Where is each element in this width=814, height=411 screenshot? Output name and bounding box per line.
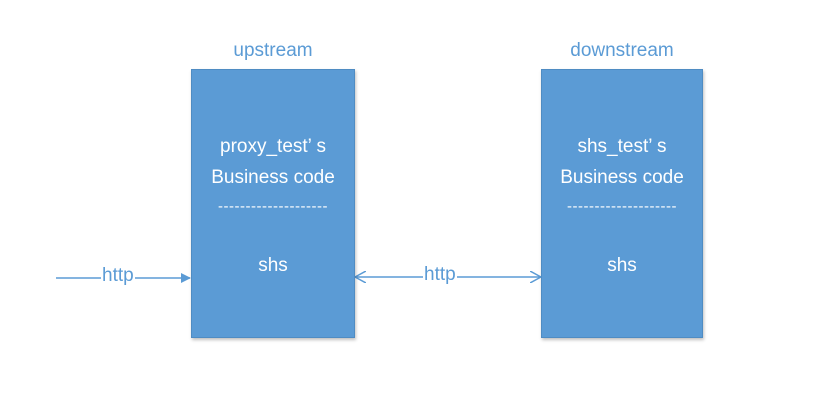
downstream-business-line1: shs_test’ s bbox=[577, 136, 667, 157]
downstream-divider: -------------------- bbox=[567, 198, 677, 215]
upstream-box: proxy_test’ s Business code ------------… bbox=[191, 69, 355, 338]
downstream-box: shs_test’ s Business code --------------… bbox=[541, 69, 703, 338]
downstream-title: downstream bbox=[570, 40, 674, 61]
downstream-shs-label: shs bbox=[607, 255, 637, 276]
between-http-label: http bbox=[423, 264, 457, 286]
upstream-title: upstream bbox=[233, 40, 313, 61]
downstream-business-line2: Business code bbox=[560, 167, 684, 188]
upstream-divider: -------------------- bbox=[218, 198, 328, 215]
upstream-shs-label: shs bbox=[258, 255, 288, 276]
upstream-business-line2: Business code bbox=[211, 167, 335, 188]
upstream-business-line1: proxy_test’ s bbox=[220, 136, 326, 157]
incoming-http-label: http bbox=[101, 265, 135, 287]
